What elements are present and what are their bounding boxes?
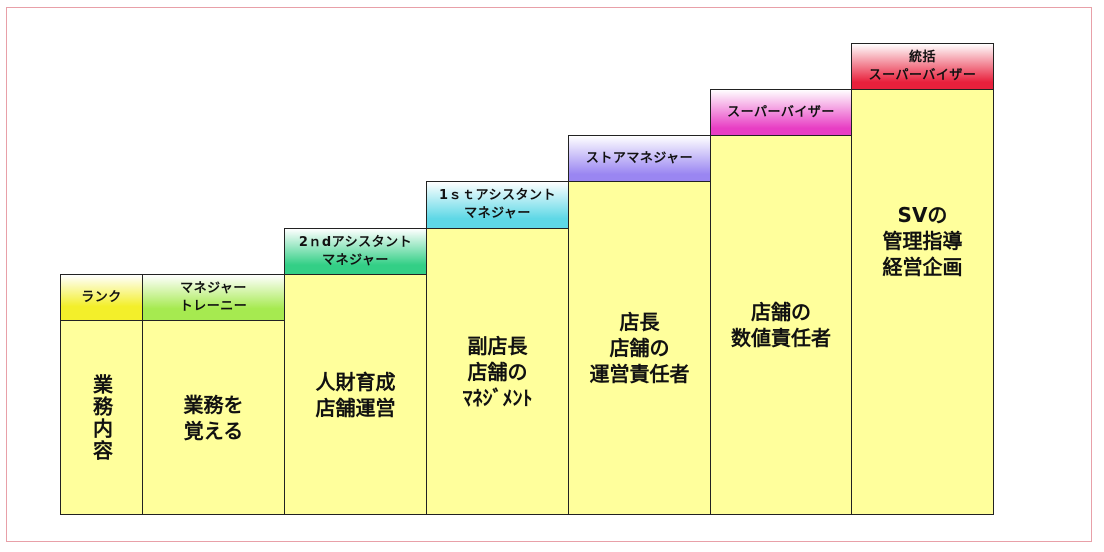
header-supervisor: スーパーバイザー [710, 89, 852, 136]
header-1st-assistant-manager: 1ｓｔアシスタント マネジャー [426, 181, 569, 229]
header-general-supervisor: 統括 スーパーバイザー [851, 43, 994, 90]
header-store-manager: ストアマネジャー [568, 135, 711, 182]
header-rank: ランク [60, 274, 143, 321]
body-store-manager: 店長 店舗の 運営責任者 [568, 181, 711, 515]
header-manager-trainee: マネジャー トレーニー [142, 274, 285, 321]
body-work-content-text: 業務内容 [89, 373, 114, 462]
body-2nd-assistant-manager: 人財育成 店舗運営 [284, 274, 427, 515]
body-work-content: 業務内容 [60, 320, 143, 515]
body-general-supervisor: SVの 管理指導 経営企画 [851, 89, 994, 515]
body-1st-assistant-manager: 副店長 店舗の ﾏﾈｼﾞﾒﾝﾄ [426, 228, 569, 515]
body-supervisor: 店舗の 数値責任者 [710, 135, 852, 515]
diagram-frame [6, 7, 1092, 542]
header-2nd-assistant-manager: 2ｎdアシスタント マネジャー [284, 228, 427, 275]
body-manager-trainee: 業務を 覚える [142, 320, 285, 515]
